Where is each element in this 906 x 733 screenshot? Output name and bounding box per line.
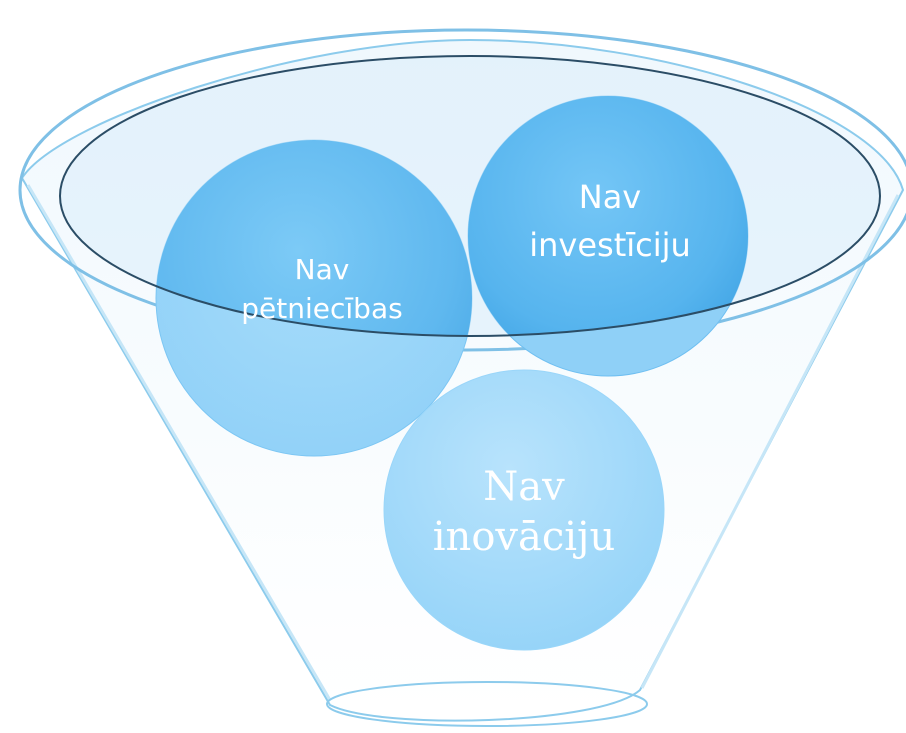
funnel-inner-rim	[59, 55, 881, 337]
funnel-bottom-rim	[326, 681, 648, 727]
funnel-outer-rim	[18, 28, 906, 352]
circle-3	[383, 369, 665, 651]
circle-2-line2: investīciju	[529, 226, 691, 264]
circle-1-line1: Nav	[295, 253, 350, 286]
circle-1-line2: pētniecības	[241, 292, 402, 325]
circle-3-line2: inovāciju	[433, 514, 615, 560]
circle-3-line1: Nav	[483, 464, 565, 510]
circle-2-line1: Nav	[579, 178, 641, 216]
